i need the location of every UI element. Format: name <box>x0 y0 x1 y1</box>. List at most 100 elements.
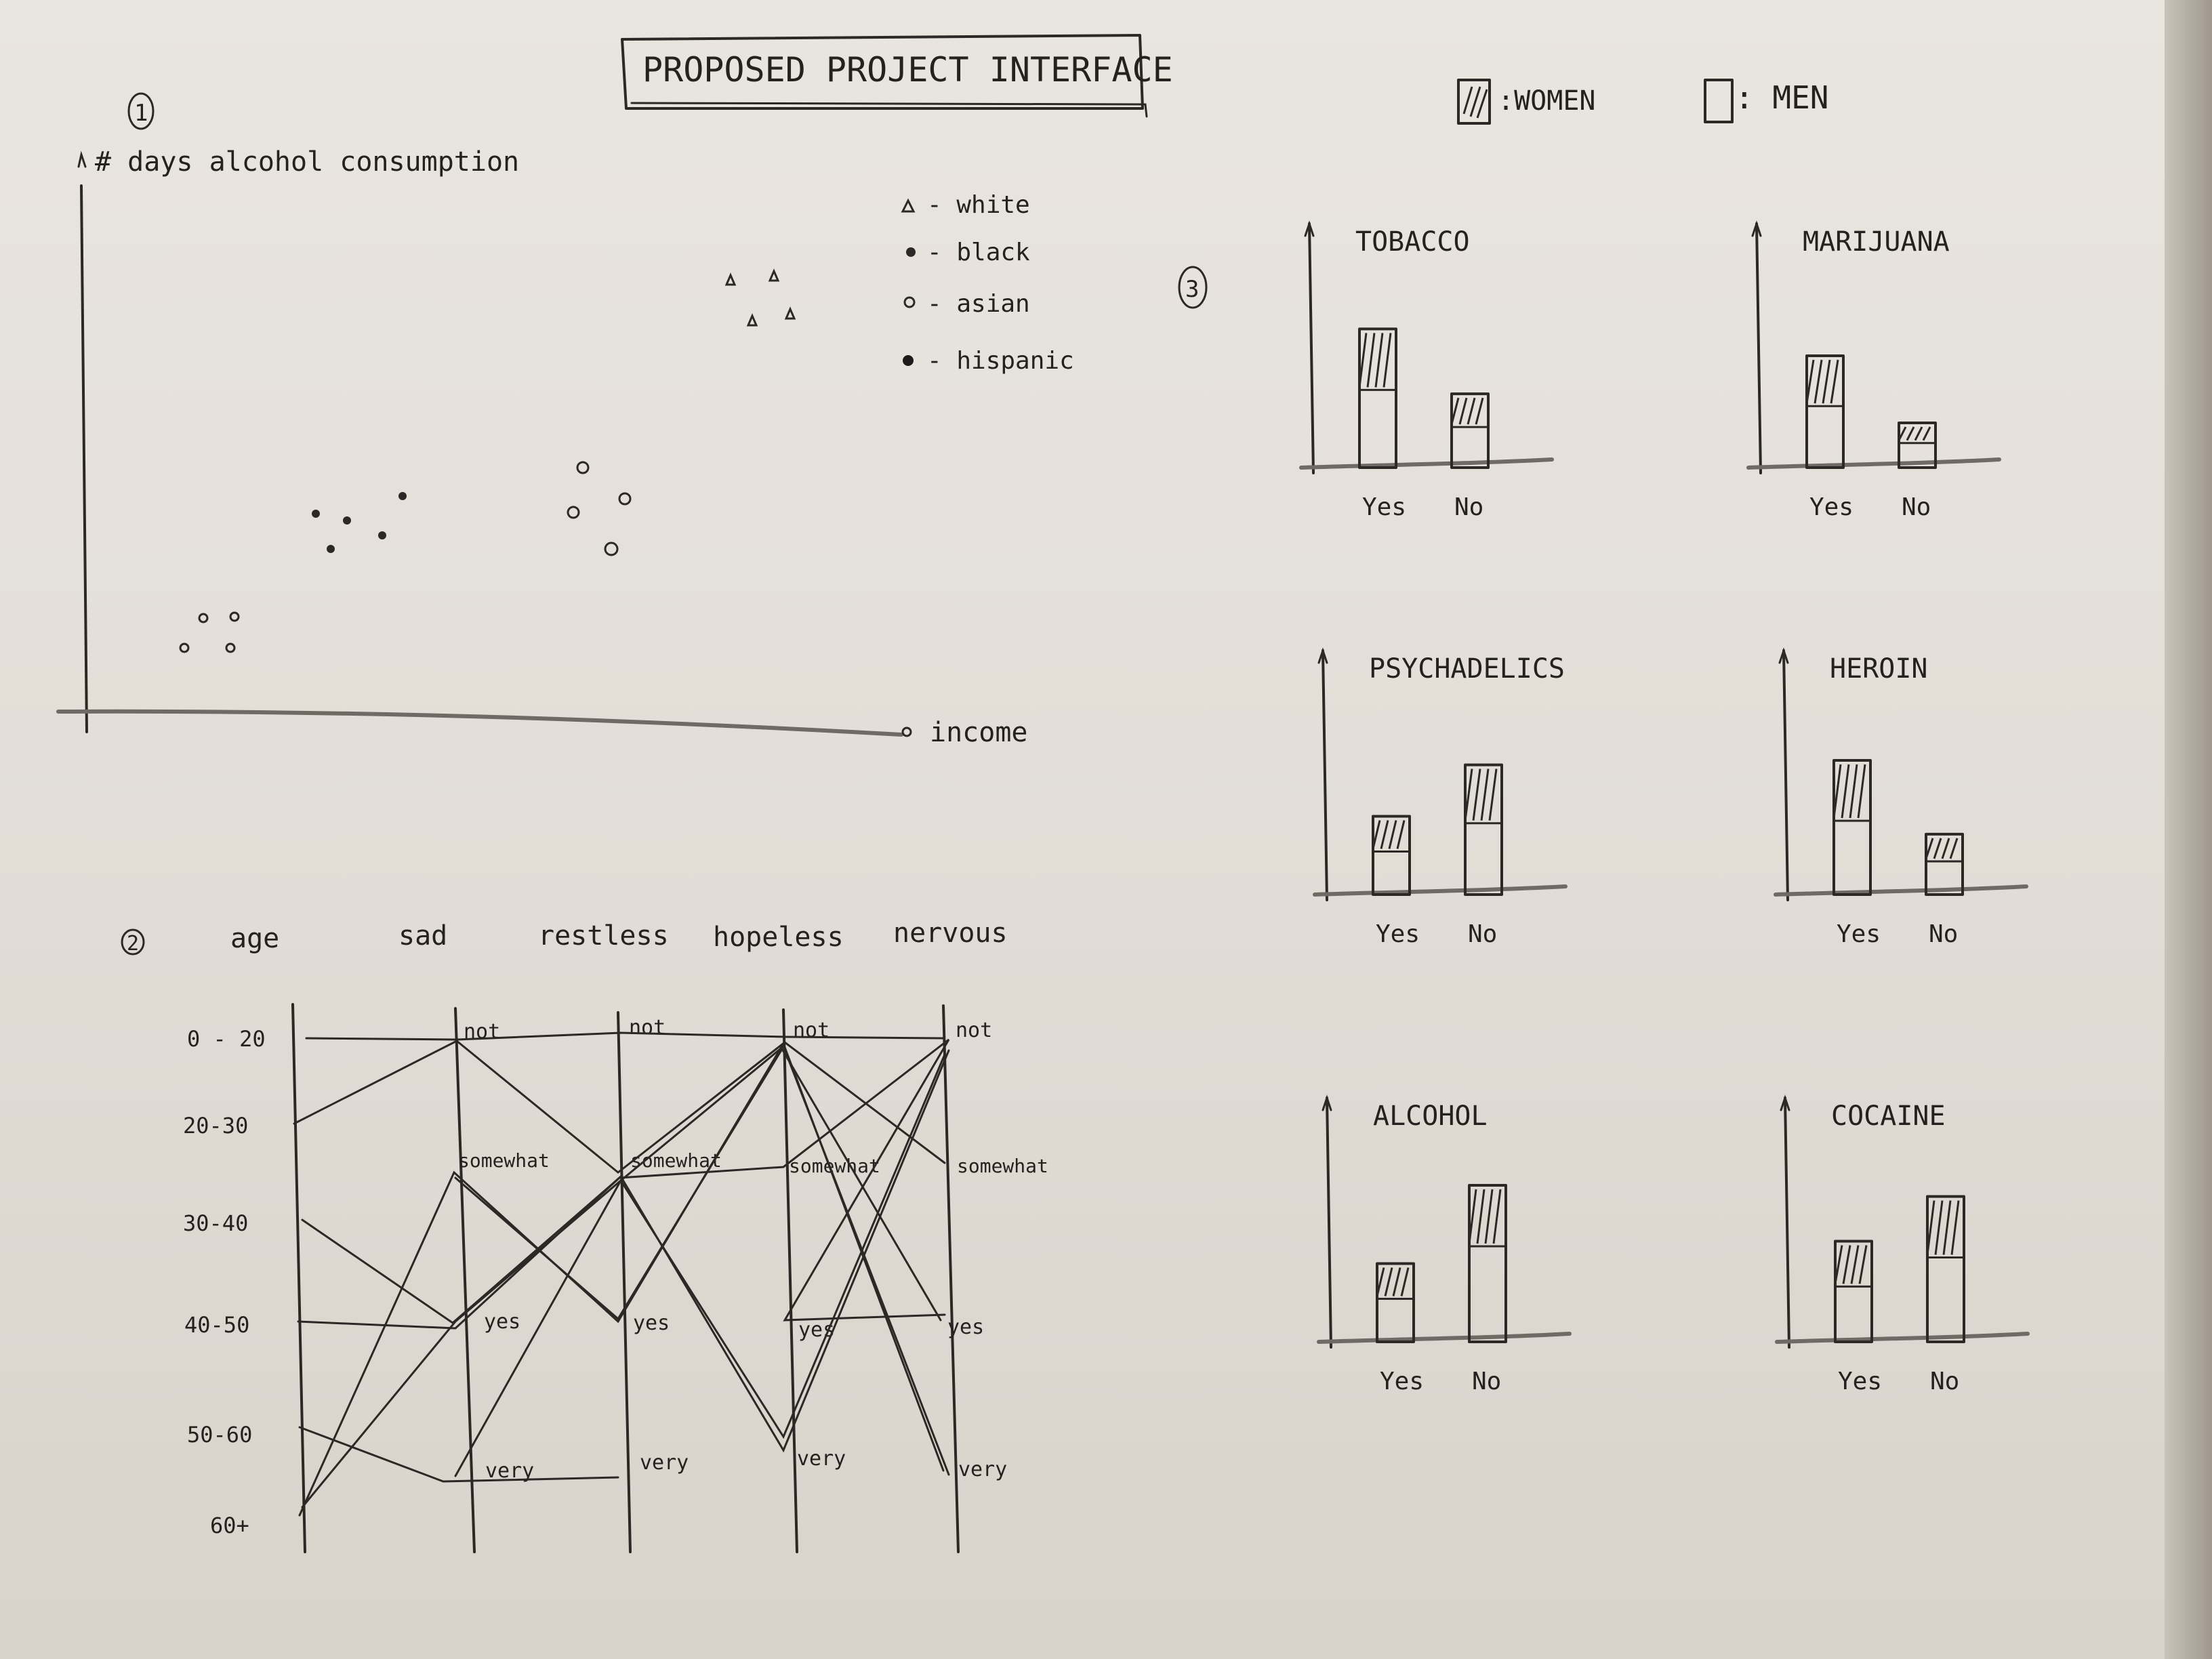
pc-axis-label-sad: sad <box>398 920 447 951</box>
age-tick: 60+ <box>210 1513 249 1538</box>
scatter-point <box>327 545 335 553</box>
level-tick: yes <box>947 1315 984 1339</box>
pc-line <box>454 1053 946 1477</box>
panel-title: HEROIN <box>1830 653 1928 684</box>
bar-hatch <box>1950 1200 1960 1255</box>
scatter-point <box>179 642 190 653</box>
pc-line <box>297 1049 950 1453</box>
bar-hatch <box>1376 1267 1385 1296</box>
women-swatch-icon <box>1457 79 1491 125</box>
bar-hatch <box>1392 1267 1401 1296</box>
age-tick: 50-60 <box>187 1422 252 1448</box>
bar-no <box>1464 763 1503 896</box>
scatter-x-arrow-icon <box>901 726 912 737</box>
paper-edge <box>2165 0 2212 1659</box>
scatter-x-axis <box>56 709 903 737</box>
bar-yes <box>1358 327 1397 469</box>
level-tick: not <box>956 1019 992 1042</box>
bar-hatch <box>1380 820 1389 849</box>
bar-no <box>1925 832 1964 897</box>
bar-hatch <box>1384 1267 1393 1296</box>
panel-y-arrow-icon <box>1322 1094 1332 1111</box>
level-tick: somewhat <box>957 1155 1048 1177</box>
bar-hatch <box>1934 1200 1944 1255</box>
scatter-point <box>618 492 632 506</box>
bar-hatch <box>1922 426 1931 441</box>
bar-hatch <box>1926 1200 1936 1255</box>
scatter-point <box>784 306 796 320</box>
bar-hatch <box>1906 426 1915 441</box>
bar-hatch <box>1467 397 1476 425</box>
panel-x-axis <box>1313 884 1568 897</box>
scatter-point <box>398 492 407 500</box>
scatter-plot: # days alcohol consumption income - whit… <box>56 146 1074 748</box>
level-tick: not <box>793 1019 830 1042</box>
panel-x-axis <box>1775 1332 2030 1344</box>
scatter-point <box>768 268 780 282</box>
level-tick: very <box>797 1447 846 1471</box>
pc-axis-sad <box>454 1007 476 1553</box>
bar-hatch <box>1450 397 1460 425</box>
scatter-point <box>378 531 386 539</box>
gender-legend: :WOMEN : MEN <box>1457 79 1828 125</box>
pc-axis-age <box>291 1003 306 1553</box>
bar-panel: PSYCHADELICS Yes No <box>1313 647 1568 948</box>
age-tick: 40-50 <box>184 1312 249 1338</box>
bar-hatch <box>1822 359 1831 404</box>
pc-line <box>293 1040 946 1174</box>
panel-y-axis <box>1782 649 1789 901</box>
pc-axis-nervous <box>942 1004 960 1553</box>
open-circle-marker-icon <box>903 296 916 308</box>
bar-hatch <box>1372 820 1381 849</box>
legend-hispanic: - hispanic <box>927 347 1074 375</box>
bar-label-no: No <box>1929 920 1958 948</box>
men-legend-label: : MEN <box>1735 79 1828 116</box>
page-title: PROPOSED PROJECT INTERFACE <box>642 50 1173 89</box>
scatter-point <box>225 642 236 653</box>
panel-title: PSYCHADELICS <box>1369 653 1565 684</box>
bar-label-no: No <box>1930 1368 1959 1395</box>
pc-line <box>301 1038 950 1324</box>
panel-y-axis <box>1326 1097 1332 1349</box>
scatter-y-arrow-icon <box>77 150 87 168</box>
bar-no <box>1898 422 1937 469</box>
bar-hatch <box>1464 769 1473 821</box>
panel-y-arrow-icon <box>1304 220 1315 237</box>
bar-label-no: No <box>1902 493 1931 521</box>
bar-hatch <box>1488 769 1498 821</box>
scatter-ylabel: # days alcohol consumption <box>95 146 519 178</box>
bar-label-yes: Yes <box>1376 920 1420 948</box>
bar-hatch <box>1914 426 1923 441</box>
marker-3: 3 <box>1178 266 1208 309</box>
scatter-point <box>312 510 320 518</box>
pc-axis-restless <box>617 1011 632 1553</box>
legend-asian: - asian <box>927 290 1030 318</box>
bar-hatch <box>1949 838 1959 859</box>
bar-hatch <box>1849 764 1858 819</box>
bar-hatch <box>1458 397 1468 425</box>
scatter-points-white <box>724 268 796 327</box>
bar-hatch <box>1388 820 1397 849</box>
bar-hatch <box>1396 820 1406 849</box>
bar-hatch <box>1476 1189 1486 1244</box>
bar-label-no: No <box>1468 920 1497 948</box>
scatter-point <box>229 611 240 622</box>
parallel-coordinates: age sad restless hopeless nervous 0 - 20… <box>183 918 1048 1553</box>
bar-hatch <box>1475 397 1484 425</box>
bar-hatch <box>1400 1267 1410 1296</box>
pc-axis-label-nervous: nervous <box>893 918 1008 949</box>
marker-1-label: 1 <box>134 100 148 127</box>
panel-x-axis <box>1746 457 2001 470</box>
bar-hatch <box>1858 1245 1868 1284</box>
panel-y-axis <box>1784 1097 1790 1349</box>
bar-hatch <box>1842 1245 1851 1284</box>
panel-y-axis <box>1308 222 1315 474</box>
marker-3-label: 3 <box>1185 276 1199 303</box>
level-tick: very <box>640 1451 689 1475</box>
level-tick: somewhat <box>458 1149 550 1172</box>
pc-axis-label-age: age <box>230 923 279 954</box>
bar-yes <box>1805 354 1845 469</box>
bar-hatch <box>1366 333 1376 388</box>
pc-line <box>305 1031 945 1041</box>
pc-axis-hopeless <box>782 1008 798 1553</box>
